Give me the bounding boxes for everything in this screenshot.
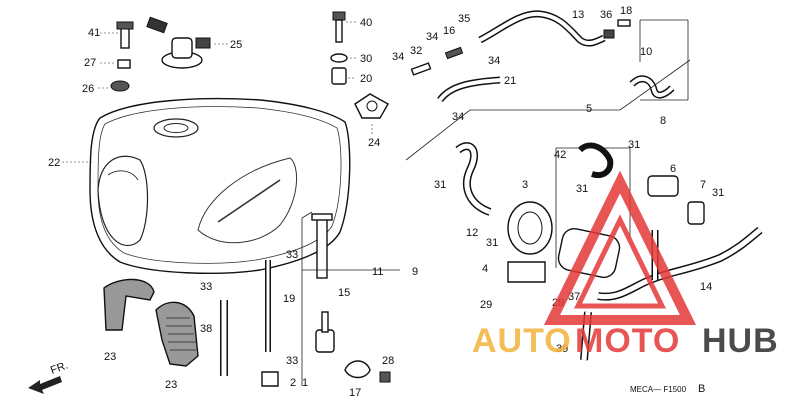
cap-and-bolts [110, 16, 211, 92]
callout-8: 8 [660, 115, 666, 127]
callout-29a: 29 [480, 299, 492, 311]
callout-34d: 34 [452, 111, 464, 123]
watermark-logo: AUTO MOTO HUB [472, 170, 779, 360]
fuel-tank [89, 97, 351, 274]
callout-28: 28 [382, 355, 394, 367]
callout-33c: 33 [286, 355, 298, 367]
callout-23a: 23 [104, 351, 116, 363]
callout-10: 10 [640, 46, 652, 58]
callout-36: 36 [600, 9, 612, 21]
callout-27: 27 [84, 57, 96, 69]
callout-34a: 34 [426, 31, 438, 43]
callout-37: 37 [568, 291, 580, 303]
callout-17: 17 [349, 387, 361, 399]
callout-22: 22 [48, 157, 60, 169]
callout-42: 42 [554, 149, 566, 161]
callout-14: 14 [700, 281, 712, 293]
group-brackets [301, 19, 691, 386]
callout-20: 20 [360, 73, 372, 85]
callout-31d: 31 [628, 139, 640, 151]
callout-41: 41 [88, 27, 100, 39]
callout-1: 1 [302, 377, 308, 389]
callout-6: 6 [670, 163, 676, 175]
clamp-17 [344, 360, 391, 383]
callout-39: 39 [556, 343, 568, 355]
callout-32: 32 [410, 45, 422, 57]
front-arrow-icon: FR. [28, 359, 70, 394]
callout-7: 7 [700, 179, 706, 191]
callout-15: 15 [338, 287, 350, 299]
callout-34c: 34 [488, 55, 500, 67]
front-label: FR. [49, 359, 70, 376]
callout-13: 13 [572, 9, 584, 21]
callout-16: 16 [443, 25, 455, 37]
callout-4: 4 [482, 263, 488, 275]
callout-9: 9 [412, 266, 418, 278]
callout-23b: 23 [165, 379, 177, 391]
callout-24: 24 [368, 137, 380, 149]
leader-lines [62, 21, 373, 163]
ref-code: MECA— F1500 [630, 385, 687, 394]
callout-21: 21 [504, 75, 516, 87]
guard-23 [103, 278, 199, 367]
hose-12 [455, 142, 492, 216]
callout-34b: 34 [392, 51, 404, 63]
watermark-text-hub: HUB [702, 322, 779, 360]
watermark-text-auto: AUTO [472, 322, 572, 360]
callout-2: 2 [290, 377, 296, 389]
callout-25: 25 [230, 39, 242, 51]
callout-31b: 31 [486, 237, 498, 249]
petcock-assembly [220, 213, 335, 387]
callout-30: 30 [360, 53, 372, 65]
callout-33a: 33 [286, 249, 298, 261]
watermark-text-moto: MOTO [575, 322, 680, 360]
callout-5: 5 [586, 103, 592, 115]
bolt-stack-right [330, 11, 389, 119]
callout-3: 3 [522, 179, 528, 191]
hoses-top [410, 10, 675, 103]
callout-33b: 33 [200, 281, 212, 293]
callout-38: 38 [200, 323, 212, 335]
ref-suffix: B [698, 383, 705, 395]
callout-31a: 31 [434, 179, 446, 191]
callout-31e: 31 [712, 187, 724, 199]
callout-numbers: 1 2 3 4 5 6 7 8 9 10 11 12 13 14 15 16 1… [48, 5, 724, 399]
callout-26: 26 [82, 83, 94, 95]
callout-18: 18 [620, 5, 632, 17]
callout-31c: 31 [576, 183, 588, 195]
callout-11: 11 [372, 266, 383, 278]
callout-40: 40 [360, 17, 372, 29]
reference-code: MECA— F1500 B [630, 383, 705, 395]
callout-35: 35 [458, 13, 470, 25]
callout-12: 12 [466, 227, 478, 239]
callout-19: 19 [283, 293, 295, 305]
